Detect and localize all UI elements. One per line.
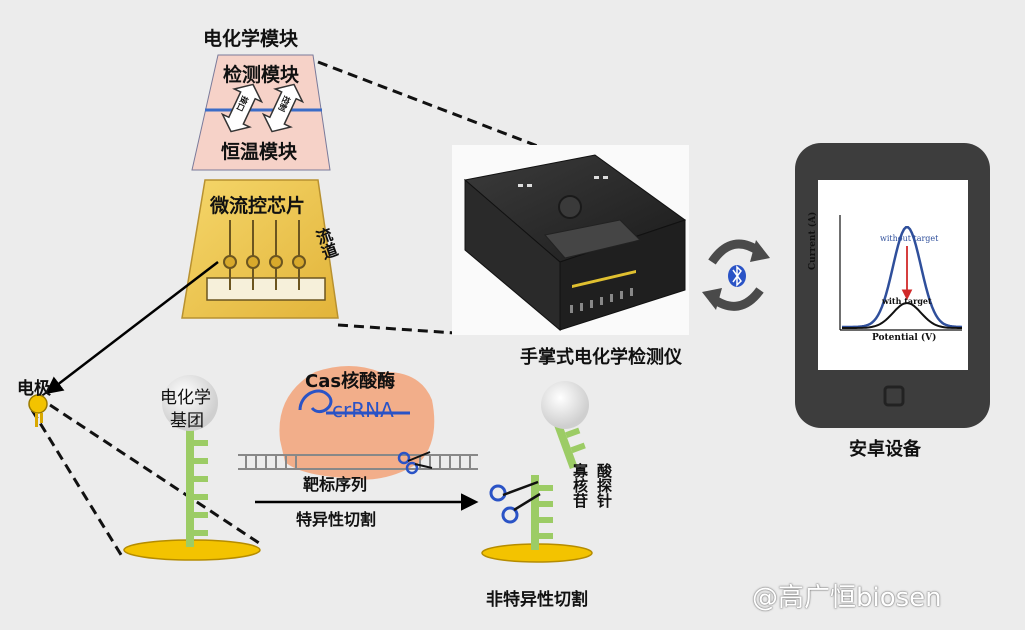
- released-electrochem-group: [541, 381, 589, 429]
- label-electrochem-module: 电化学模块: [203, 28, 299, 50]
- handheld-detector: [452, 145, 689, 335]
- voltammogram-chart: [839, 215, 963, 331]
- label-specific-cleavage: 特异性切割: [296, 510, 377, 529]
- crrna-strand: [298, 389, 410, 415]
- electrochem-module: [191, 54, 331, 171]
- chip-slot: [572, 270, 636, 288]
- label-electrochem-group-line1: 电化学: [160, 388, 211, 408]
- device-screen: [544, 219, 641, 259]
- probe-intact: [123, 375, 261, 561]
- chip-electrodes: [223, 255, 306, 269]
- chart-legend-with-target: with target: [882, 296, 932, 306]
- label-ssdna-probe-2: 酸探针: [595, 463, 613, 508]
- chart-xlabel: Potential (V): [872, 333, 937, 343]
- cas-complex: [238, 366, 478, 480]
- device-button: [558, 195, 582, 219]
- label-nonspecific-cleavage: 非特异性切割: [486, 590, 588, 610]
- dashed-connectors: [30, 60, 549, 559]
- series-line-without-target: [842, 226, 963, 329]
- label-microfluidic-chip: 微流控芯片: [210, 195, 306, 217]
- microfluidic-chip: [181, 179, 339, 319]
- label-android-device: 安卓设备: [849, 439, 921, 460]
- scissors-icon: [489, 480, 541, 524]
- chart-legend-without-target: without target: [880, 234, 939, 243]
- home-button: [883, 385, 905, 407]
- electrode-icon: [28, 394, 48, 427]
- updown-arrow-icon: [220, 83, 264, 133]
- label-detection-module: 检测模块: [223, 64, 300, 86]
- electrochem-group-ball: [162, 375, 218, 431]
- sync-icon: [702, 239, 770, 311]
- label-ssdna-probe-1: 寡核苷: [571, 463, 589, 508]
- bluetooth-icon: [728, 265, 746, 287]
- scissors-icon: [397, 451, 433, 475]
- probe-cleaved: [481, 381, 593, 563]
- label-target-sequence: 靶标序列: [303, 475, 368, 494]
- series-line-with-target: [842, 302, 962, 329]
- dsdna-strand: [238, 454, 478, 470]
- watermark-text: @高广恒biosen: [752, 583, 942, 613]
- label-device-name: 手掌式电化学检测仪: [520, 347, 682, 368]
- android-phone: [795, 143, 990, 428]
- chart-ylabel: Current (A): [808, 211, 818, 270]
- label-cas-nuclease: Cas核酸酶: [305, 371, 396, 392]
- label-electrode: 电极: [17, 379, 51, 399]
- label-electrochem-group-line2: 基团: [170, 411, 204, 431]
- updown-arrow-icon: [261, 83, 305, 133]
- chip-to-electrode-arrow: [45, 261, 219, 395]
- phone-screen: [818, 180, 968, 370]
- label-thermostat-module: 恒温模块: [221, 141, 298, 163]
- label-crrna: crRNA: [332, 398, 394, 422]
- cas-nuclease-blob: [279, 366, 435, 480]
